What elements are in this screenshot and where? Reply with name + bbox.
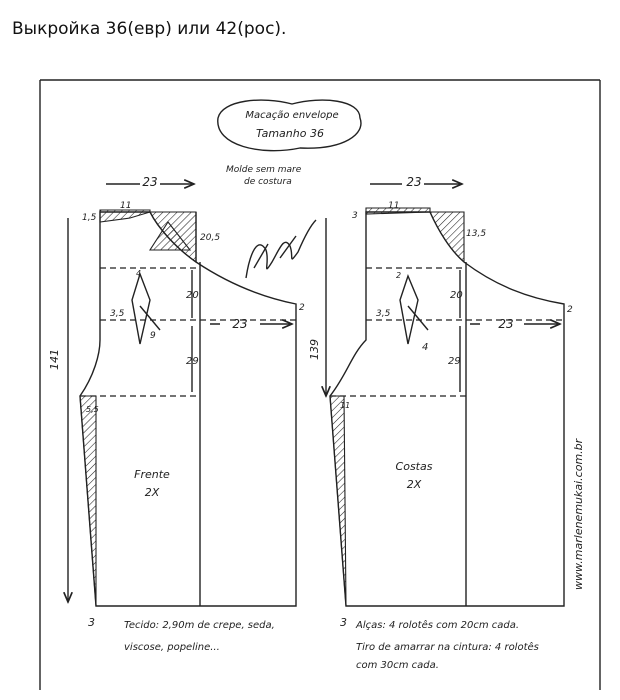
front-dim-waist: 29: [186, 356, 199, 367]
front-dim-neck: 11: [120, 201, 131, 211]
front-side-hatch: [79, 395, 97, 607]
back-dim-neck: 11: [388, 201, 399, 211]
sheet-border: [39, 79, 601, 690]
back-armhole-hatch: [429, 211, 465, 264]
front-dim-top: 23: [142, 175, 157, 189]
back-dim-length: 139: [308, 339, 321, 360]
straps-note-line-3: com 30cm cada.: [356, 660, 439, 671]
front-shoulder-hatch: [99, 209, 151, 223]
back-side-hatch: [329, 395, 347, 607]
front-facing-hatch: [148, 221, 192, 251]
front-dim-side: 23: [232, 317, 247, 331]
back-label-line-1: Costas: [396, 460, 433, 473]
straps-note-line-1: Alças: 4 rolotês com 20cm cada.: [355, 619, 519, 631]
straps-note-line-2: Tiro de amarrar na cintura: 4 rolotês: [356, 641, 539, 653]
back-dim-side-right: 2: [567, 305, 573, 315]
seam-note-line-1: Molde sem mare: [226, 165, 302, 175]
front-pattern-piece: 23 11 20,5 20 29 23 141 1,5 4 3,5 9 5,5 …: [48, 175, 305, 629]
front-dart: [131, 271, 161, 345]
back-dim-dart-len: 4: [422, 342, 428, 353]
back-dim-dart-width: 3,5: [376, 309, 391, 319]
title-bubble: Macação envelope Tamanho 36: [217, 99, 362, 152]
back-dim-left-top: 3: [352, 211, 358, 221]
back-dim-hip: 11: [340, 401, 350, 410]
fabric-note-line-1: Tecido: 2,90m de crepe, seda,: [124, 620, 275, 631]
front-dim-hip: 5,5: [86, 405, 99, 414]
back-dart: [399, 274, 429, 345]
back-dim-hem: 3: [340, 616, 347, 629]
title-bubble-line-1: Macação envelope: [245, 110, 338, 121]
back-dim-armhole: 20: [450, 290, 463, 301]
back-pattern-piece: 23 11 13,5 20 29 23 139 3 2 3,5 4 11 2 3…: [308, 175, 573, 629]
front-dim-shoulder-drop: 20,5: [200, 233, 220, 243]
front-dim-left-top: 1,5: [82, 213, 97, 223]
back-label-line-2: 2X: [407, 478, 422, 491]
back-dim-side: 23: [498, 317, 513, 331]
watermark-text: www.marlenemukai.com.br: [572, 437, 585, 590]
front-dim-length: 141: [48, 349, 61, 370]
page-caption: Выкройка 36(евр) или 42(рос).: [12, 19, 287, 39]
seam-note-line-2: de costura: [244, 177, 292, 187]
back-dim-dart-small: 2: [396, 271, 401, 280]
front-dim-dart-len: 9: [150, 331, 156, 341]
front-dim-armhole: 20: [186, 290, 199, 301]
signature: [245, 219, 317, 279]
front-dim-hem: 3: [88, 616, 95, 629]
front-outline: [79, 211, 297, 607]
front-dim-dart-width: 3,5: [110, 309, 125, 319]
back-outline: [329, 211, 565, 607]
back-dim-shoulder-drop: 13,5: [466, 229, 486, 239]
front-label-line-1: Frente: [134, 468, 170, 481]
title-bubble-line-2: Tamanho 36: [256, 127, 324, 140]
front-label-line-2: 2X: [145, 486, 160, 499]
back-dim-waist: 29: [448, 356, 461, 367]
front-dim-side-right: 2: [299, 303, 305, 313]
front-dim-dart-small: 4: [136, 269, 141, 278]
fabric-note-line-2: viscose, popeline...: [124, 642, 220, 653]
back-dim-top: 23: [406, 175, 421, 189]
